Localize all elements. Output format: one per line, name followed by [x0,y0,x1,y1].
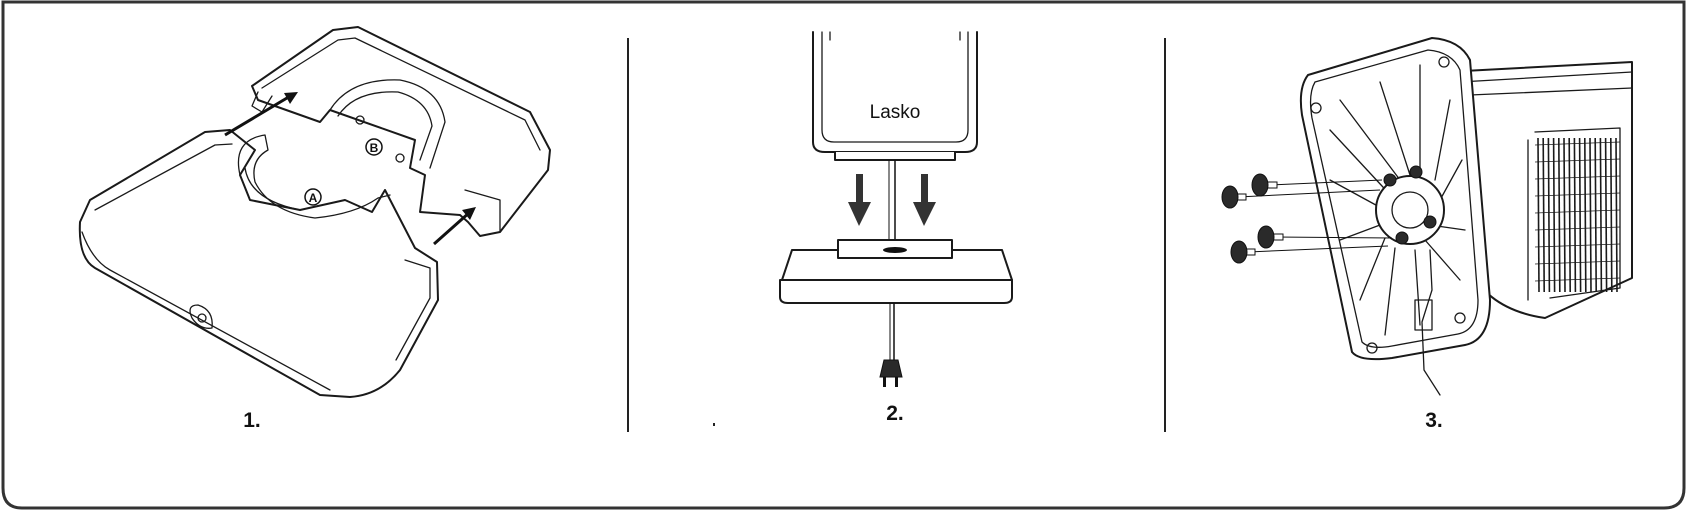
callout-b-label: B [370,141,379,155]
grille-slat [1547,137,1551,293]
grille-slat [1610,137,1613,293]
step-1-number: 1. [243,409,261,432]
base-back-half [251,26,551,237]
screw-3 [1257,225,1393,249]
grille-slat [1537,137,1540,293]
base-plate [1299,37,1491,396]
tower-fan-body: Lasko [812,31,978,161]
screw-1 [1251,173,1383,197]
grille-slat [1604,137,1608,293]
grille-slat [1568,137,1571,293]
brand-logo: Lasko [870,102,921,123]
grille-slat [1563,137,1566,293]
screw-4 [1230,240,1389,264]
grille-bar [1534,226,1621,231]
step-3-number: 3. [1425,409,1443,432]
fan-grille [1534,137,1621,293]
grille-slat [1589,137,1592,293]
screw-2 [1221,185,1381,209]
power-plug [879,359,903,387]
callout-b: B [365,138,383,156]
callout-a-label: A [309,191,318,205]
callout-a: A [304,188,322,206]
grille-bar [1534,260,1621,265]
grille-bar [1534,243,1621,248]
grille-slat [1558,137,1561,293]
grille-slat [1599,137,1603,293]
step-1-arrows [224,92,476,246]
grille-bar [1534,158,1621,163]
grille-slat [1552,137,1556,293]
grille-slat [1578,137,1582,293]
grille-slat [1594,137,1597,293]
grille-slat [1573,137,1577,293]
grille-slat [1542,137,1545,293]
step-1-illustration: B A 1. [78,26,551,432]
base-front-half [78,129,439,398]
step-2-illustration: Lasko 2. [779,31,1013,425]
grille-bar [1534,141,1621,146]
grille-bar [1534,192,1621,197]
step-2-arrows [848,174,936,226]
grille-bar [1534,175,1621,180]
step-2-number: 2. [886,402,904,425]
grille-slat [1584,137,1587,293]
grille-bar [1534,277,1621,282]
round-base [779,239,1013,304]
step-3-illustration: 3. [1221,37,1633,432]
grille-slat [1615,137,1618,293]
grille-bar [1534,209,1621,214]
